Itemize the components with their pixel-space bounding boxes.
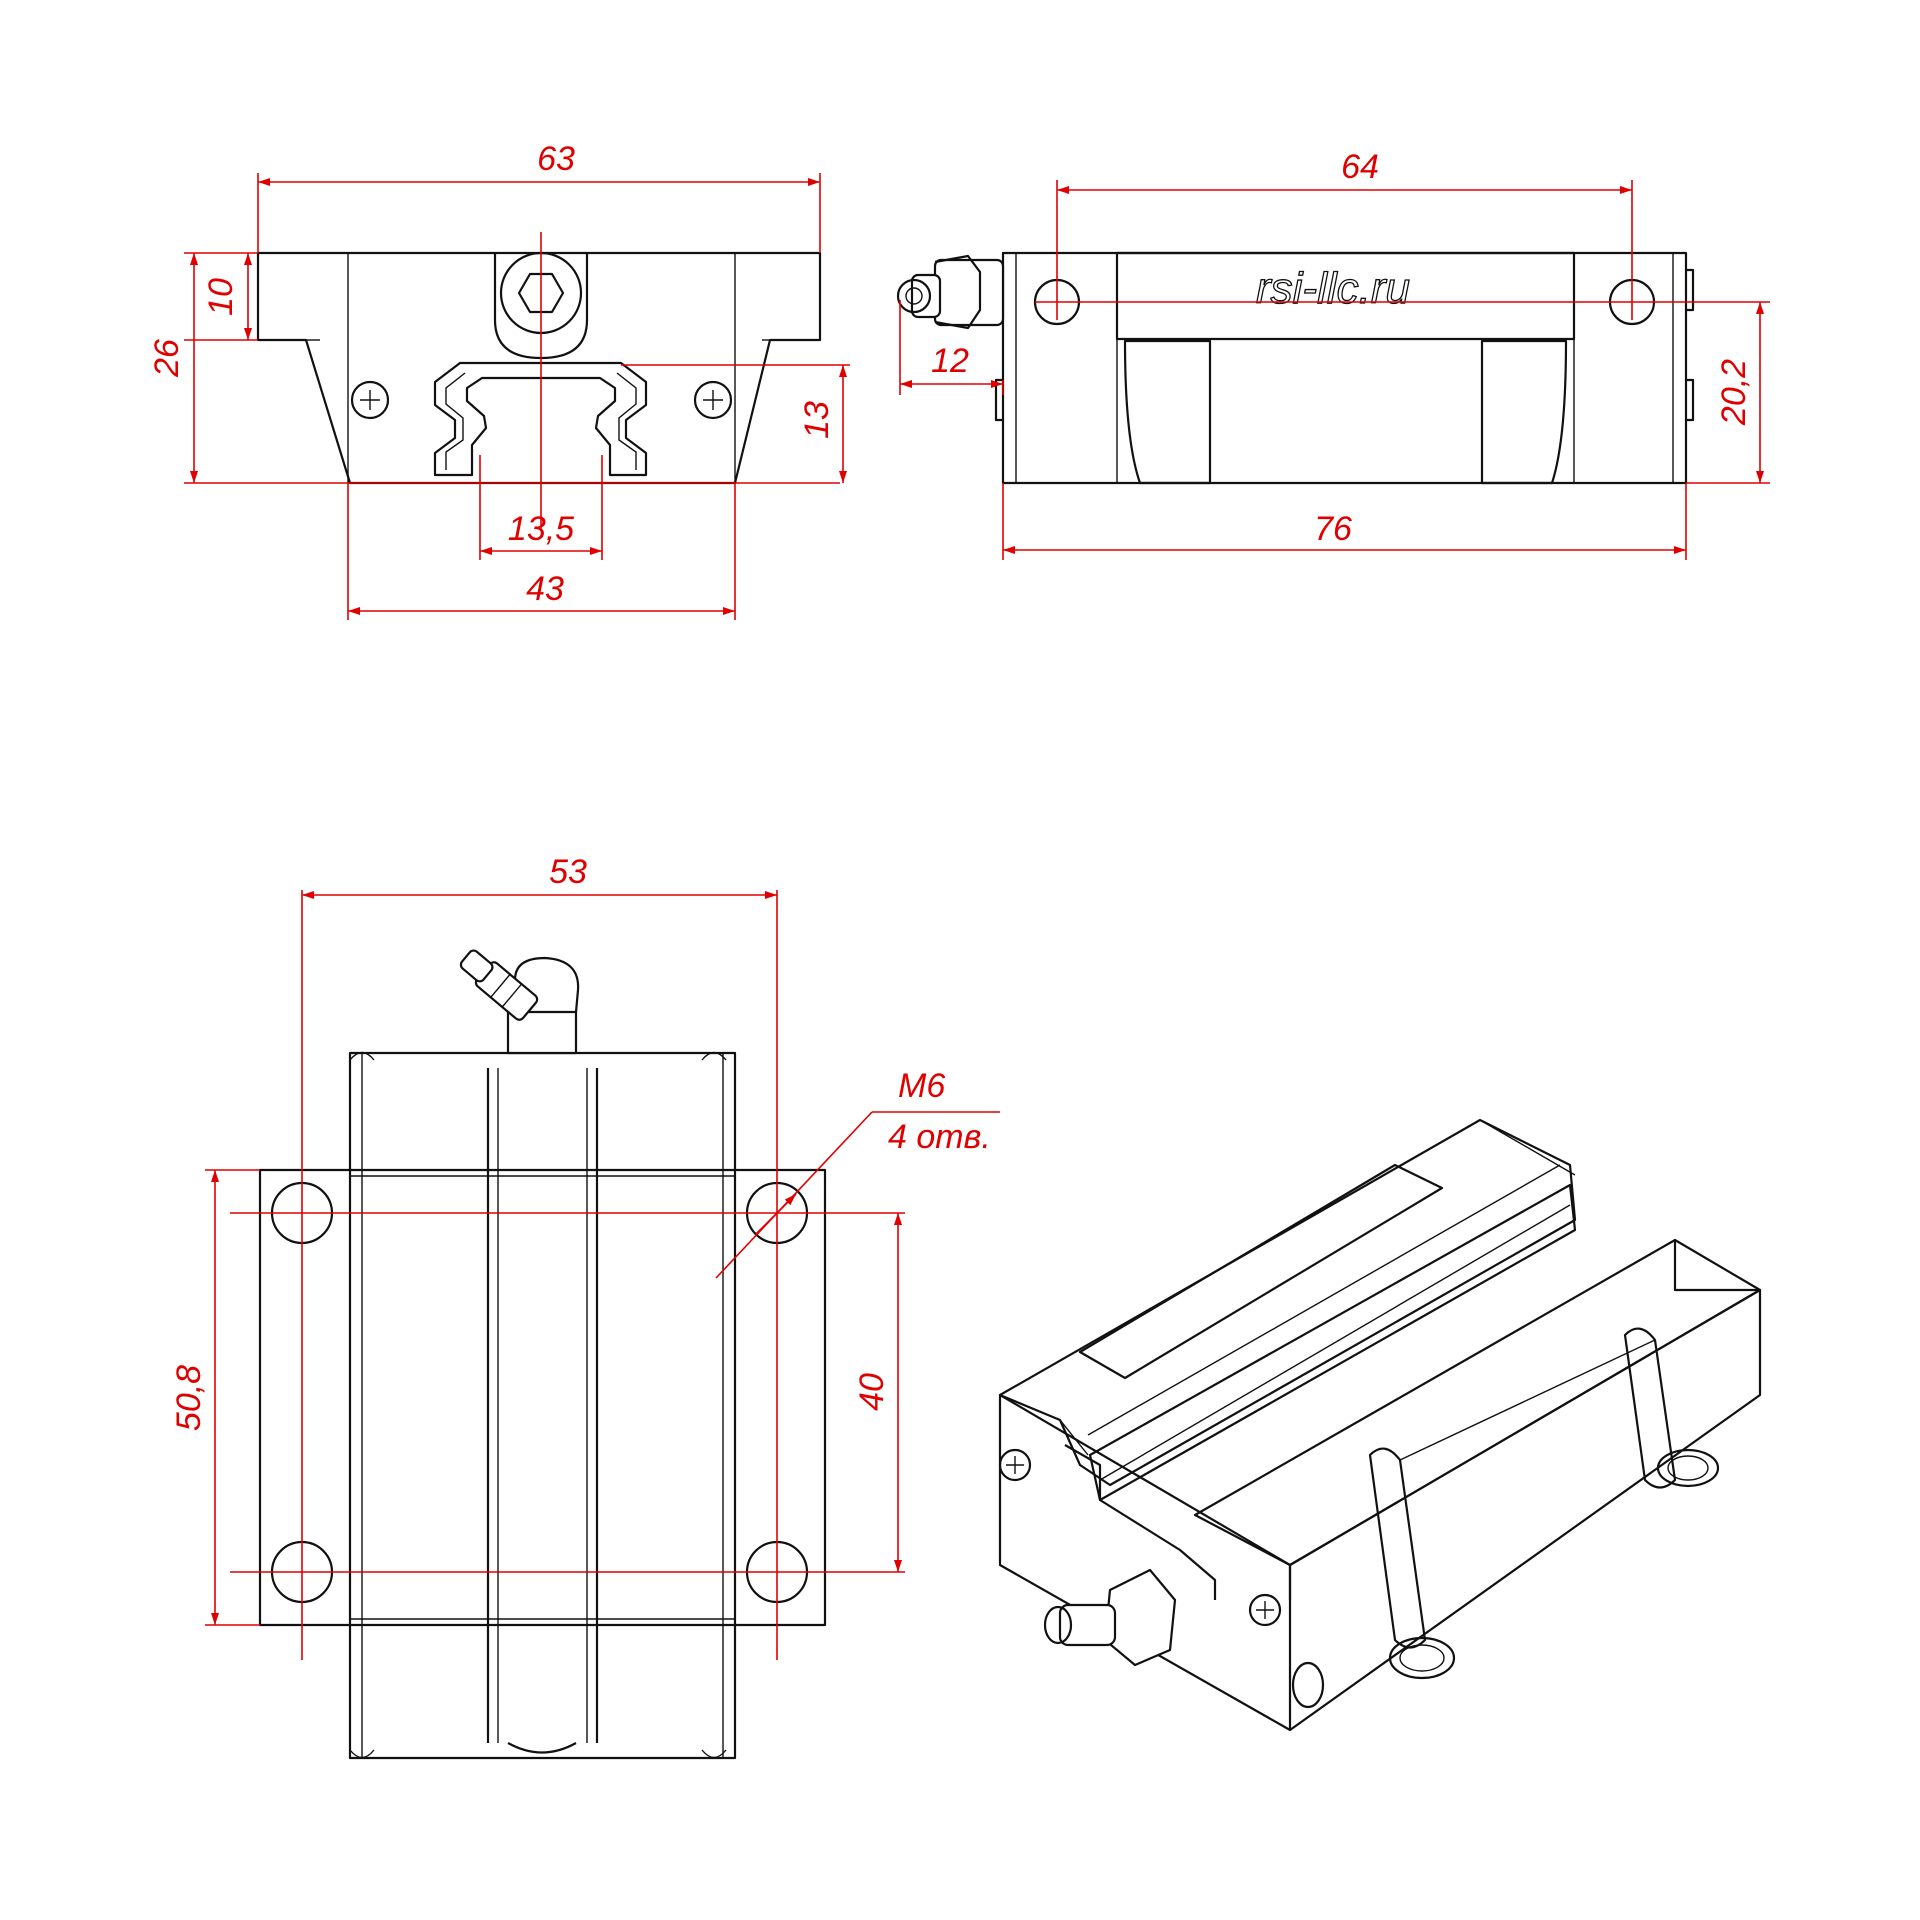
callout-thread: M6 xyxy=(898,1067,945,1105)
top-view: 53 50,8 40 M6 4 отв. xyxy=(170,853,1000,1760)
watermark-text: rsi-llc.ru xyxy=(1256,264,1410,313)
callout-count: 4 отв. xyxy=(888,1118,991,1156)
iso-hole-c xyxy=(1291,1661,1325,1709)
screw-left-icon xyxy=(350,380,390,420)
front-view: 63 10 26 13 13,5 43 xyxy=(148,140,850,620)
dim-flange-height: 10 xyxy=(202,278,240,316)
isometric-view xyxy=(998,1118,1762,1732)
grease-nipple-icon xyxy=(896,254,1005,330)
dim-width-total: 63 xyxy=(537,140,575,178)
iso-screw-b-icon xyxy=(1248,1593,1282,1627)
screw-right-icon xyxy=(693,380,733,420)
iso-rail xyxy=(1088,1183,1577,1502)
iso-hole-a xyxy=(1388,1636,1456,1680)
dim-rail-width: 13,5 xyxy=(508,510,574,548)
seal-left xyxy=(1123,339,1212,485)
iso-hole-b xyxy=(1656,1448,1720,1488)
dim-hole-height: 20,2 xyxy=(1715,359,1753,426)
seal-right xyxy=(1480,339,1568,485)
rail-profile xyxy=(433,361,648,477)
dim-hole-pitch: 64 xyxy=(1341,148,1379,186)
dim-length-total: 76 xyxy=(1314,510,1352,548)
dim-body-width: 43 xyxy=(526,570,564,608)
dim-rail-height: 13 xyxy=(798,401,836,439)
dim-flange-width: 53 xyxy=(549,853,587,891)
side-view: rsi-llc.ru 64 76 20,2 12 xyxy=(896,148,1770,560)
dim-flange-length: 50,8 xyxy=(170,1365,208,1431)
hex-socket-icon xyxy=(517,272,565,314)
carriage-top-body xyxy=(348,1051,737,1760)
dim-nipple-offset: 12 xyxy=(931,342,969,380)
iso-nipple-icon xyxy=(1043,1568,1177,1667)
dim-hole-spacing: 40 xyxy=(853,1373,891,1411)
flange-plate xyxy=(258,1168,827,1627)
angled-nipple-icon xyxy=(459,949,580,1055)
iso-base-front xyxy=(998,1393,1292,1732)
dim-height-total: 26 xyxy=(148,339,186,378)
iso-screw-a-icon xyxy=(998,1448,1032,1482)
iso-left-block xyxy=(998,1118,1577,1487)
